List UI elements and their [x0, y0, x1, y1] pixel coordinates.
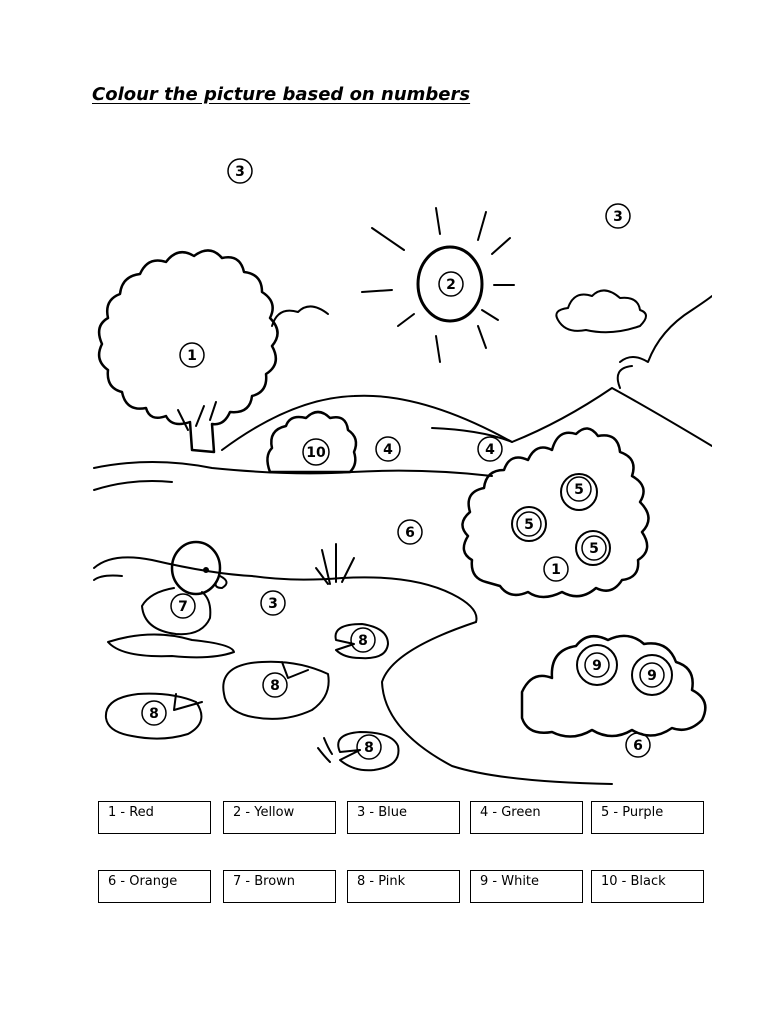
region-number-grass-bank: 6	[633, 738, 643, 754]
region-number-markers	[141, 158, 665, 760]
region-number-pond: 3	[268, 596, 278, 612]
region-number-flower-c: 5	[589, 541, 599, 557]
colour-key-item: 4 - Green	[470, 801, 583, 834]
region-number-hill-front: 4	[383, 442, 393, 458]
colour-key-item: 2 - Yellow	[223, 801, 336, 834]
cloud-drawings	[271, 289, 712, 389]
grass-tuft-drawing	[315, 543, 355, 585]
region-number-lily-pad-d: 8	[364, 740, 374, 756]
small-bush-drawing	[266, 410, 358, 474]
colour-key-item: 1 - Red	[98, 801, 211, 834]
region-number-white-flower-a: 9	[592, 658, 602, 674]
colour-key-item: 3 - Blue	[347, 801, 460, 834]
duck-drawing	[141, 540, 228, 636]
colour-key-item: 8 - Pink	[347, 870, 460, 903]
ground-line	[93, 461, 493, 491]
tree-drawing	[97, 249, 279, 454]
region-number-sky-left: 3	[235, 164, 245, 180]
colour-key-item: 7 - Brown	[223, 870, 336, 903]
hills-drawing	[221, 387, 712, 451]
region-number-right-bush: 1	[551, 562, 561, 578]
region-number-lily-pad-b: 8	[270, 678, 280, 694]
right-bush-drawing	[461, 427, 650, 599]
lily-pads-drawing	[104, 623, 400, 772]
colour-key-item: 9 - White	[470, 870, 583, 903]
region-number-flower-b: 5	[524, 517, 534, 533]
colour-key-item: 10 - Black	[591, 870, 704, 903]
sun-drawing	[361, 207, 515, 363]
region-number-tree: 1	[187, 348, 197, 364]
pond-drawing	[93, 556, 613, 785]
white-flowers-drawing	[520, 634, 707, 738]
colour-key-item: 6 - Orange	[98, 870, 211, 903]
region-number-sky-right: 3	[613, 209, 623, 225]
region-number-hill-back: 4	[485, 442, 495, 458]
region-number-lily-pad-a: 8	[358, 633, 368, 649]
region-number-white-flower-b: 9	[647, 668, 657, 684]
colour-key-item: 5 - Purple	[591, 801, 704, 834]
region-number-flower-a: 5	[574, 482, 584, 498]
worksheet-title: Colour the picture based on numbers	[92, 84, 471, 105]
region-number-grass: 6	[405, 525, 415, 541]
region-number-small-bush: 10	[306, 445, 326, 461]
colouring-scene: 3 3 2 1 10 4 4 6 1 5 5 5 7 3 8 8 8 8 9 9…	[93, 158, 712, 785]
region-number-duck: 7	[178, 599, 188, 615]
region-number-lily-pad-c: 8	[149, 706, 159, 722]
region-number-sun: 2	[446, 277, 456, 293]
